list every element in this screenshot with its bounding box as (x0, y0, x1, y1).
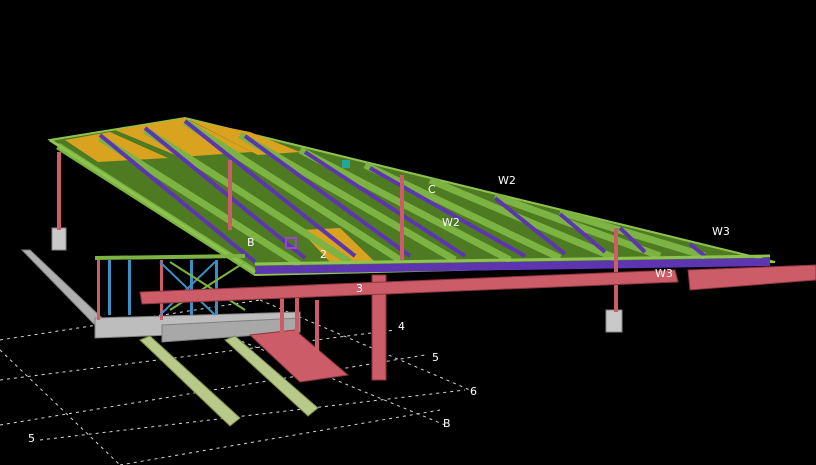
label-w3-right: W3 (712, 225, 730, 238)
label-4: 4 (398, 320, 405, 333)
label-w2-top: W2 (498, 174, 516, 187)
label-5-right: 5 (432, 351, 439, 364)
teal-marker (342, 160, 350, 168)
label-b-bottom: B (443, 417, 451, 430)
columns (57, 152, 618, 381)
label-w2-mid: W2 (442, 216, 460, 229)
label-b-top: B (247, 236, 255, 249)
lower-steel-beams (139, 335, 319, 427)
purple-arc-marker (285, 237, 297, 249)
main-girders (139, 264, 816, 305)
foundation-beams (20, 227, 623, 343)
front-frame (94, 254, 319, 368)
grid-labels: C W2 W2 W3 W3 B 2 3 4 5 6 B 5 (28, 174, 730, 445)
label-5-left: 5 (28, 432, 35, 445)
label-3: 3 (356, 282, 363, 295)
label-6: 6 (470, 385, 477, 398)
label-2: 2 (320, 248, 327, 261)
label-w3-low: W3 (655, 267, 673, 280)
label-c: C (428, 183, 436, 196)
roof-structure (47, 116, 776, 277)
